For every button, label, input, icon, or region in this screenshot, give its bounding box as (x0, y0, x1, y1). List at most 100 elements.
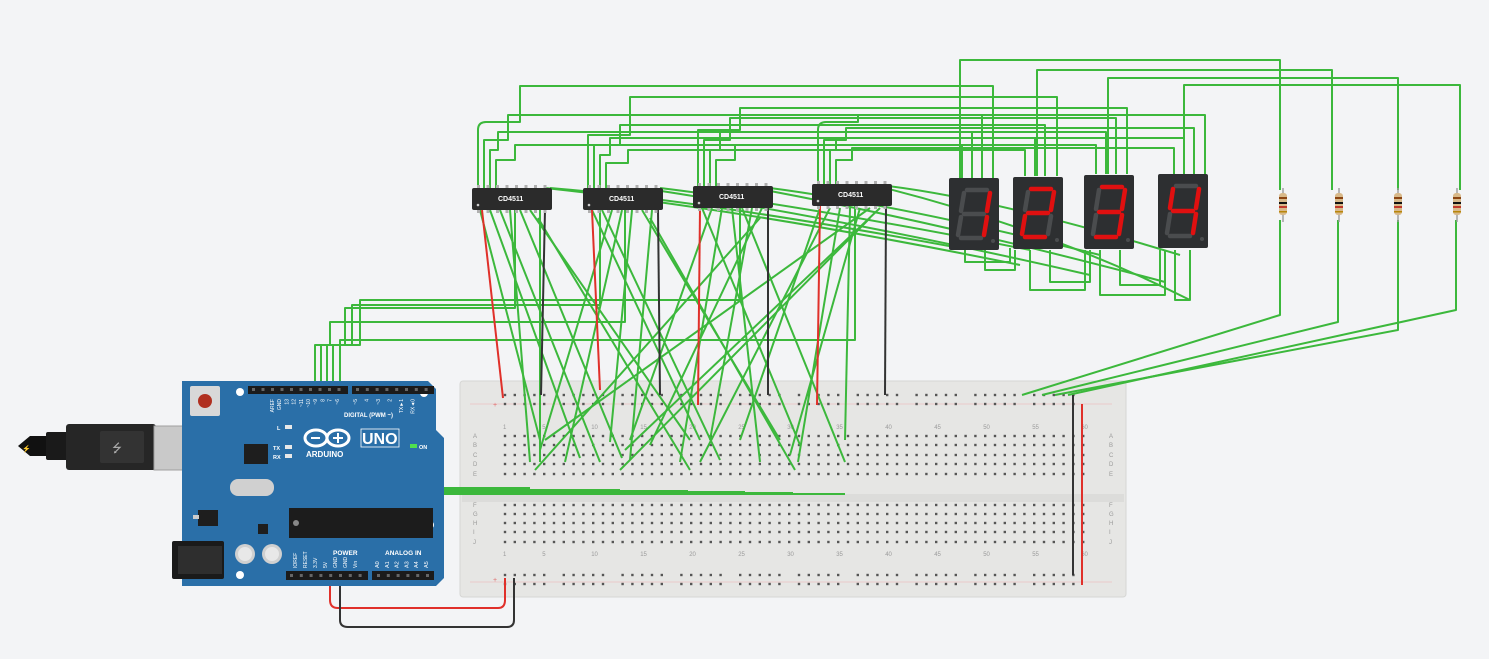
column-number: 5 (542, 552, 546, 558)
segment-f (1167, 186, 1176, 211)
row-letter: I (473, 530, 475, 536)
segment-c (1045, 213, 1054, 237)
pin-label: 13 (284, 399, 290, 405)
pin-label: AREF (270, 399, 276, 412)
breadboard[interactable]: 1155101015152020252530303535404045455050… (459, 380, 1127, 598)
column-number: 35 (836, 425, 843, 431)
segment-b (1193, 186, 1202, 211)
column-number: 30 (787, 425, 794, 431)
chip-label: CD4511 (719, 194, 744, 201)
usb-controller-chip (244, 444, 268, 464)
column-number: 15 (640, 552, 647, 558)
row-letter: H (473, 521, 477, 527)
power-wires[interactable] (329, 205, 1083, 609)
breadboard-labels: 1155101015152020252530303535404045455050… (473, 425, 1114, 558)
pin-label: 8 (320, 399, 326, 402)
pin-label: A4 (414, 561, 420, 568)
pin-label: RESET (303, 551, 309, 568)
column-number: 45 (934, 425, 941, 431)
column-number: 30 (787, 552, 794, 558)
ic-chip-2[interactable]: CD4511 (583, 188, 663, 210)
resistor-3[interactable] (1394, 188, 1402, 222)
seven-segment-display-3[interactable]: 3 (1084, 174, 1134, 249)
seven-segment-display-1[interactable]: 1 (949, 177, 999, 250)
column-number: 40 (885, 552, 892, 558)
row-letter: H (1109, 521, 1113, 527)
on-led (410, 444, 417, 448)
resistor-4[interactable] (1453, 188, 1461, 222)
signal-wires[interactable] (314, 59, 1461, 495)
usb-icon: ⭍ (112, 441, 122, 455)
led-rx (285, 454, 292, 458)
chip-label: CD4511 (838, 192, 863, 199)
decimal-point (1055, 238, 1059, 242)
pin-label: ~5 (353, 399, 359, 405)
pin-label: 12 (292, 399, 298, 405)
seven-segment-display-4[interactable]: 4 (1158, 173, 1208, 248)
row-letter: D (473, 462, 478, 468)
row-letter: F (1109, 503, 1113, 509)
pin-label: GND (333, 557, 339, 569)
pin-label: 4 (365, 399, 371, 402)
column-number: 10 (591, 552, 598, 558)
ic-chip-3[interactable]: CD4511 (693, 186, 773, 208)
uno-label: UNO (362, 431, 398, 448)
ic-chip-1[interactable]: CD4511 (472, 188, 552, 210)
ground-wires[interactable] (339, 205, 1074, 628)
chip-label: CD4511 (609, 196, 634, 203)
column-number: 1 (503, 552, 507, 558)
resistor-2[interactable] (1335, 188, 1343, 222)
chip-label: CD4511 (498, 196, 523, 203)
atmega-microcontroller (289, 508, 433, 538)
column-number: 5 (542, 425, 546, 431)
arduino-logo (303, 428, 351, 448)
pin-label: ~11 (299, 399, 305, 407)
column-number: 50 (983, 552, 990, 558)
column-number: 55 (1032, 552, 1039, 558)
pin-label: A2 (395, 561, 401, 568)
digital-header-left[interactable] (248, 386, 348, 394)
row-letter: A (1109, 434, 1113, 440)
segment-b (1048, 189, 1057, 213)
pin-label: RX◄0 (411, 399, 417, 414)
column-number: 20 (689, 425, 696, 431)
segment-c (981, 214, 990, 238)
pin-label: IOREF (293, 553, 299, 568)
led-rx-label: RX (273, 455, 281, 461)
row-letter: I (1109, 530, 1111, 536)
plus-rail-marker-bottom: + (493, 577, 497, 584)
column-number: 35 (836, 552, 843, 558)
ic-chip-4[interactable]: CD4511 (812, 184, 892, 206)
seven-segment-display-2[interactable]: 2 (1013, 176, 1063, 249)
pin-label: TX►1 (399, 399, 405, 413)
row-letter: J (473, 540, 476, 546)
segment-f (1093, 187, 1102, 212)
power-header[interactable] (286, 571, 368, 580)
segment-f (1022, 189, 1031, 213)
segment-e (1019, 213, 1028, 237)
digital-header-right[interactable] (352, 386, 434, 394)
row-letter: G (1109, 512, 1114, 518)
resistor-1[interactable] (1279, 188, 1287, 222)
column-number: 50 (983, 425, 990, 431)
segment-c (1190, 211, 1199, 236)
pin-label: A3 (404, 561, 410, 568)
pin-label: 3.3V (313, 557, 319, 568)
segment-b (984, 190, 993, 214)
pin-label: GND (343, 557, 349, 569)
row-letter: C (473, 453, 478, 459)
decimal-point (1200, 237, 1204, 241)
lightning-icon: ⚡ (22, 444, 31, 453)
column-number: 40 (885, 425, 892, 431)
column-number: 10 (591, 425, 598, 431)
column-number: 25 (738, 552, 745, 558)
decimal-point (991, 239, 995, 243)
voltage-regulator (198, 510, 218, 526)
analog-header[interactable] (372, 571, 434, 580)
power-label: POWER (333, 550, 358, 557)
